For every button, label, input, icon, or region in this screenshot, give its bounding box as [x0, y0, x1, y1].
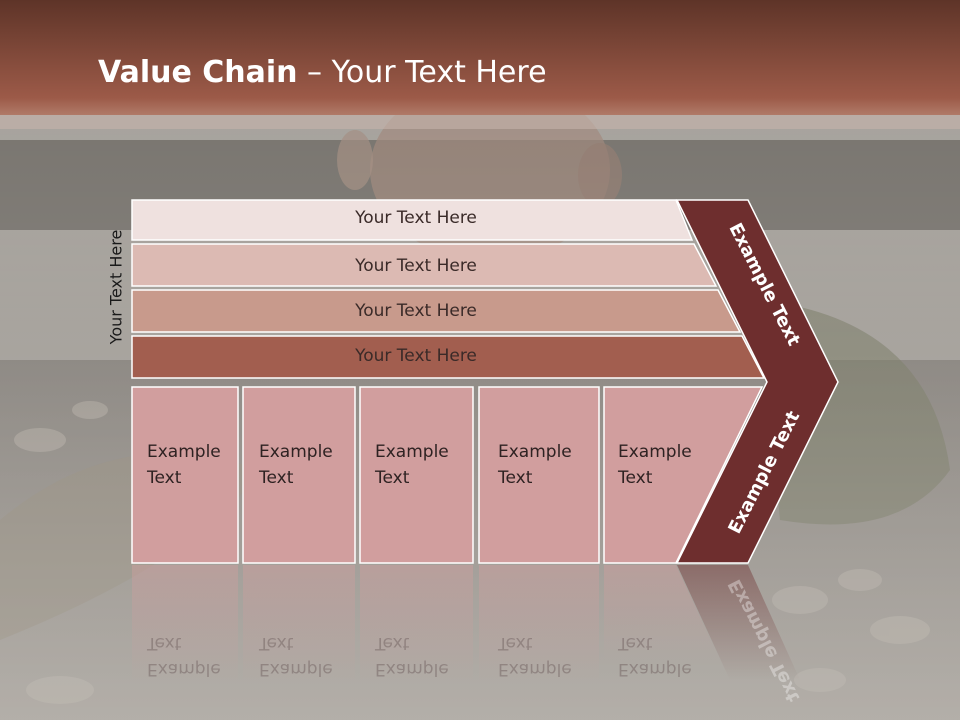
- chevron-reflection: [677, 565, 800, 680]
- cell-5: [603, 386, 764, 564]
- cell-1: [131, 386, 239, 564]
- cell-4: [478, 386, 600, 564]
- title-bold: Value Chain: [98, 55, 298, 90]
- cell-reflection-5: [604, 565, 720, 660]
- slide-title: Value Chain – Your Text Here: [98, 55, 547, 90]
- row-4: [131, 335, 766, 379]
- side-label: Your Text Here: [106, 229, 126, 345]
- row-2: [131, 243, 718, 287]
- row-3: [131, 289, 742, 333]
- cell-reflection-3: [360, 565, 473, 685]
- row-label-2: Your Text Here: [355, 256, 477, 276]
- cell-2: [242, 386, 356, 564]
- row-label-4: Your Text Here: [355, 346, 477, 366]
- row-label-3: Your Text Here: [355, 301, 477, 321]
- cell-reflection-2: [243, 565, 355, 685]
- row-1: [131, 199, 694, 241]
- title-rest: – Your Text Here: [297, 55, 547, 90]
- cell-reflection-1: [132, 565, 238, 685]
- cell-reflection-4: [479, 565, 599, 685]
- chevron-arrow: [675, 199, 839, 564]
- cell-3: [359, 386, 474, 564]
- row-label-1: Your Text Here: [355, 208, 477, 228]
- header-band: [0, 0, 960, 115]
